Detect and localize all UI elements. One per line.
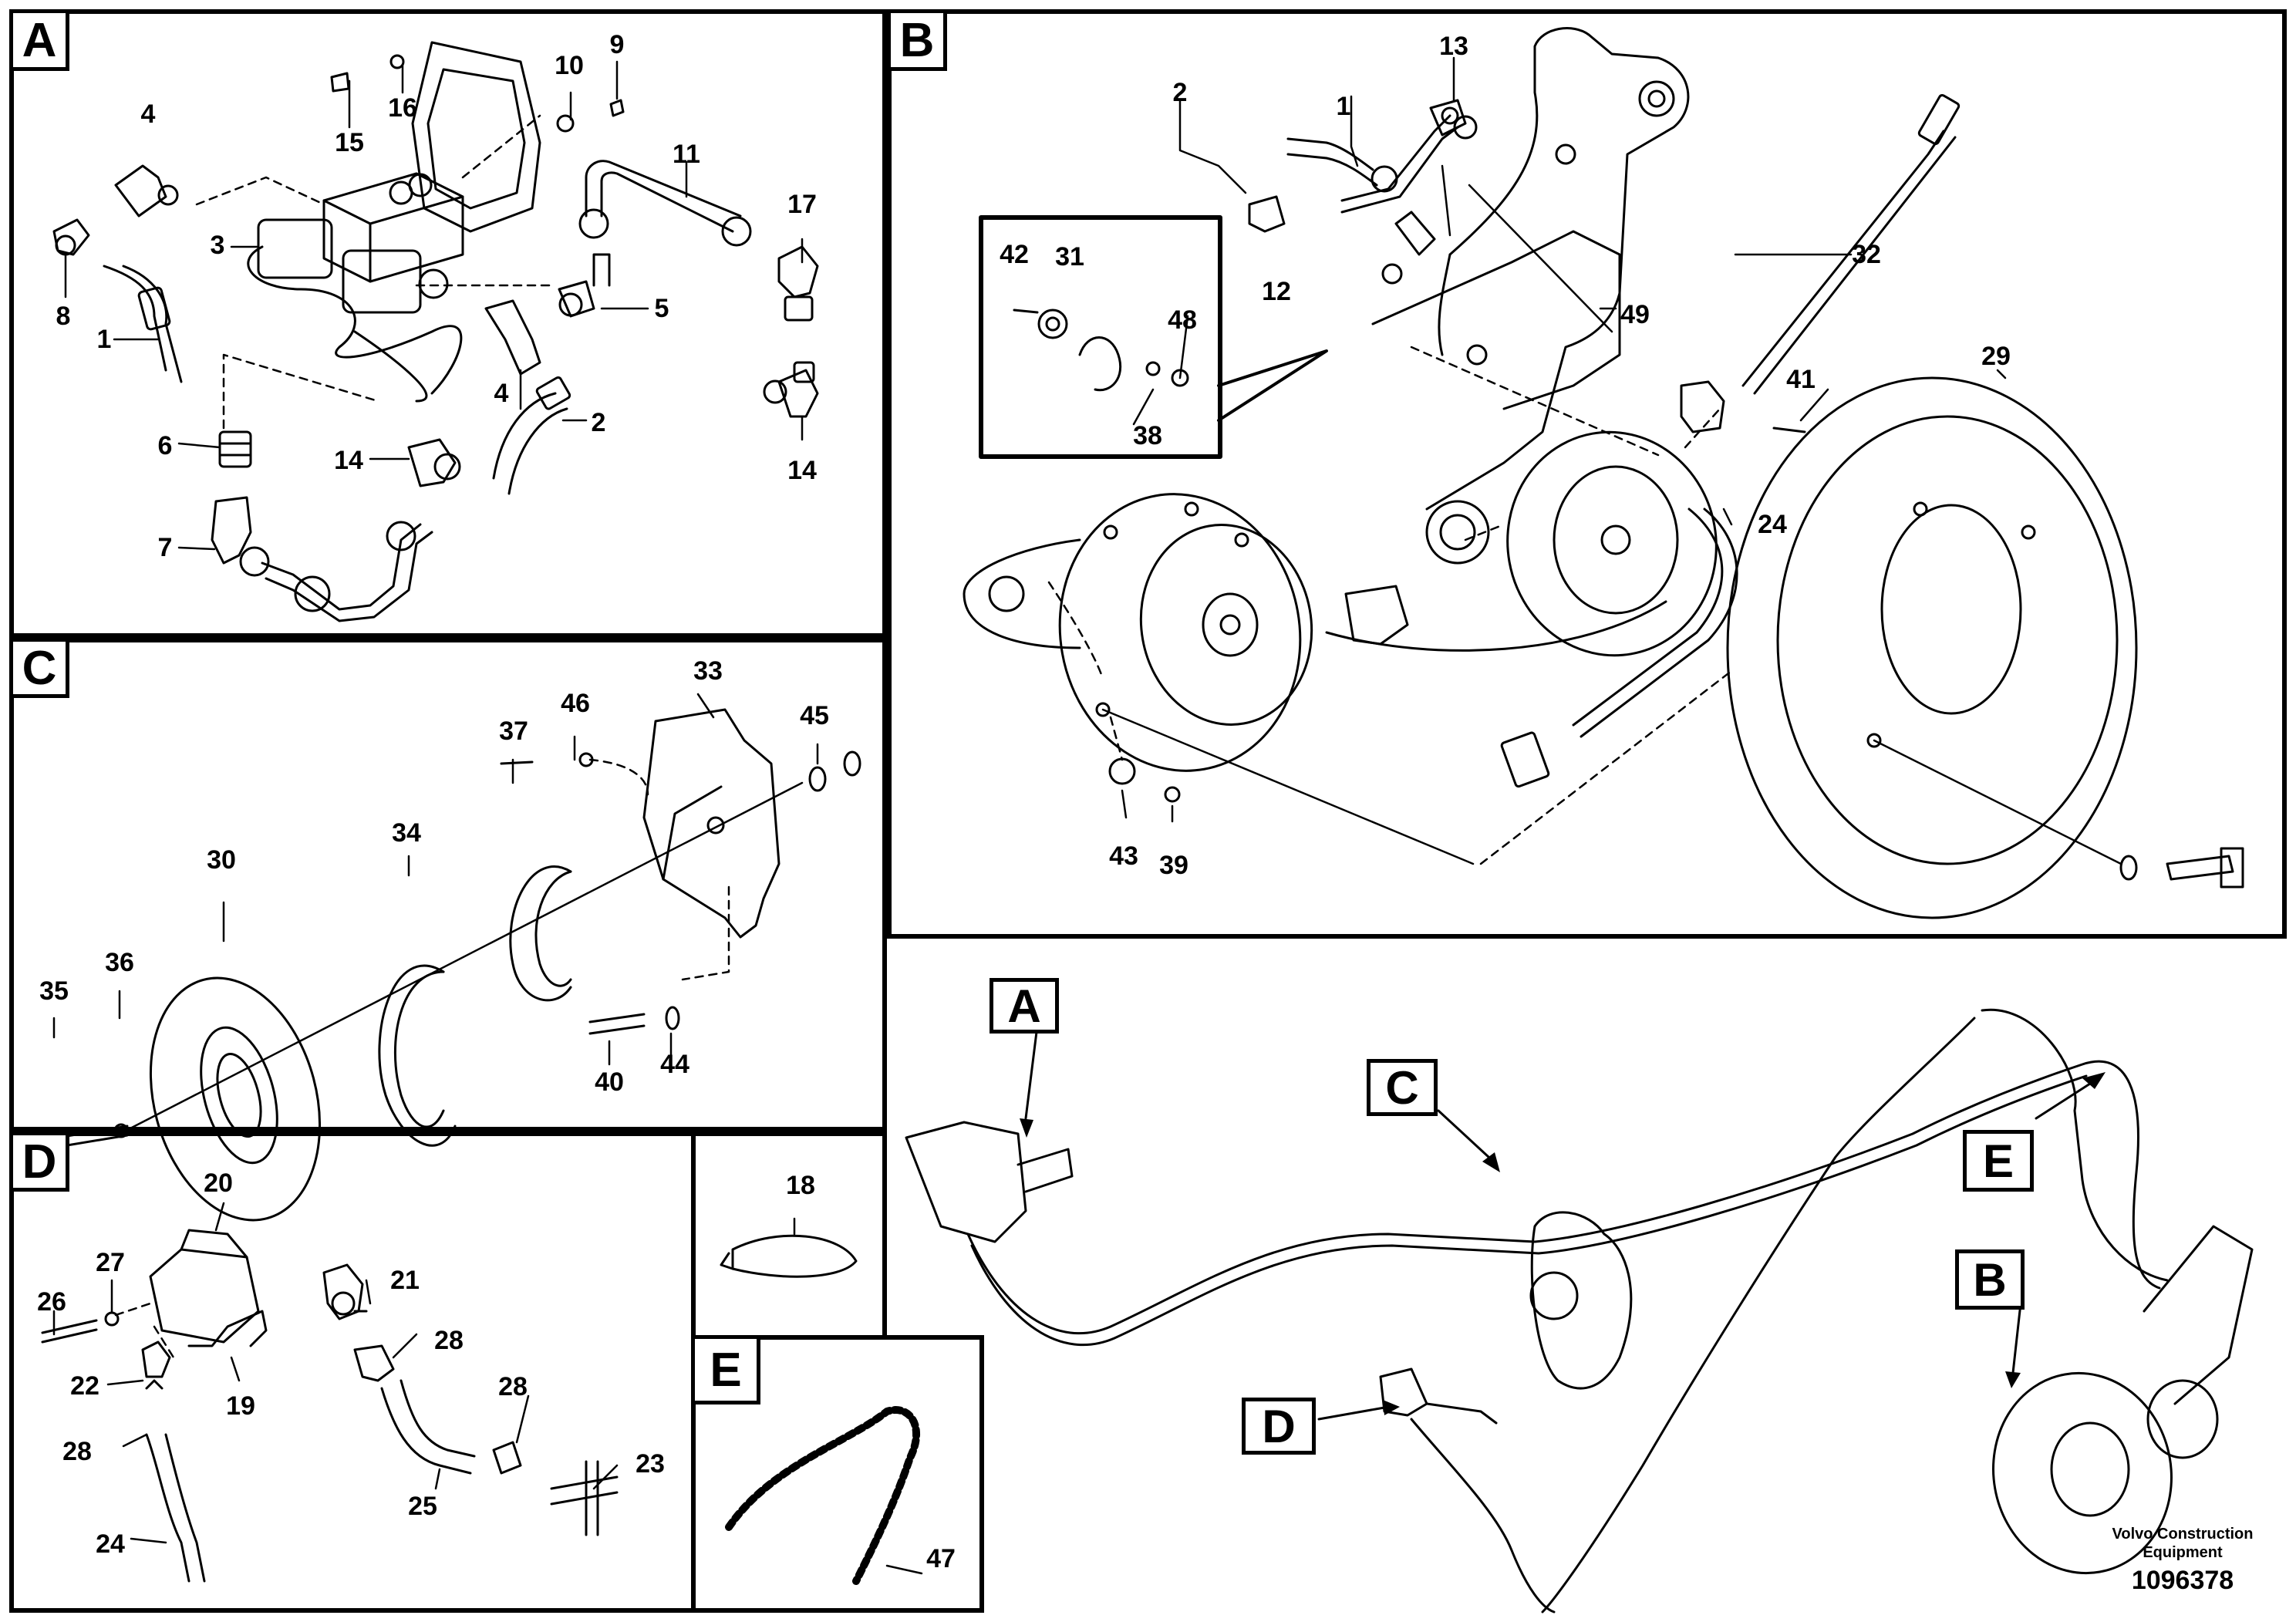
- panel-c-frame: [9, 638, 887, 1131]
- part-label: 48: [1168, 305, 1197, 335]
- part-label: 24: [1758, 510, 1787, 539]
- part-label: 34: [392, 818, 421, 848]
- part-label: 2: [1172, 78, 1188, 107]
- part-label: 6: [157, 431, 173, 460]
- credit-company: Volvo Construction: [2112, 1526, 2254, 1543]
- part-label: 11: [673, 140, 700, 169]
- part-label: 23: [636, 1449, 665, 1479]
- part-label: 13: [1439, 32, 1468, 61]
- part-label: 7: [157, 533, 173, 562]
- part-label: 4: [140, 99, 156, 129]
- panel-d-tag: D: [9, 1131, 69, 1192]
- part-label: 8: [56, 302, 71, 331]
- part-label: 30: [207, 845, 236, 875]
- overview-tag-b: B: [1955, 1249, 2025, 1310]
- overview-tag-c: C: [1367, 1059, 1438, 1116]
- part-label: 29: [1981, 342, 2011, 371]
- part-label: 37: [499, 717, 528, 746]
- part-label: 5: [654, 294, 669, 323]
- part-label: 42: [1000, 240, 1029, 269]
- part-label: 17: [787, 190, 817, 219]
- part-label: 44: [660, 1050, 689, 1079]
- part-label: 41: [1786, 365, 1816, 394]
- part-label: 15: [335, 128, 364, 157]
- part-label: 4: [494, 379, 509, 408]
- part-label: 28: [62, 1437, 92, 1466]
- part-label: 36: [105, 948, 134, 977]
- panel-d-frame: [9, 1131, 696, 1613]
- part-label: 25: [408, 1492, 437, 1521]
- part-label: 45: [800, 701, 829, 730]
- part-label: 24: [96, 1529, 125, 1559]
- part-label: 1: [96, 325, 112, 354]
- part-label: 32: [1852, 240, 1881, 269]
- part-label: 28: [498, 1372, 528, 1401]
- overview-tag-e: E: [1963, 1130, 2034, 1192]
- part-label: 3: [210, 231, 225, 260]
- part-label: 28: [434, 1326, 464, 1355]
- part-label: 19: [226, 1391, 255, 1421]
- part-label: 40: [595, 1067, 624, 1097]
- credit-company-line2: Equipment: [2143, 1544, 2223, 1561]
- part-label: 35: [39, 976, 69, 1006]
- part-label: 46: [561, 689, 590, 718]
- part-label: 21: [390, 1266, 420, 1295]
- part-label: 26: [37, 1287, 66, 1317]
- part-label: 9: [609, 30, 625, 59]
- part-label: 14: [787, 456, 817, 485]
- part-label: 31: [1055, 242, 1084, 271]
- part-label: 12: [1262, 277, 1291, 306]
- part-label: 14: [334, 446, 363, 475]
- part-label: 1: [1336, 92, 1351, 121]
- part-label: 18: [786, 1171, 815, 1200]
- part-label: 27: [96, 1248, 125, 1277]
- overview-tag-a: A: [990, 978, 1059, 1034]
- document-number: 1096378: [2131, 1566, 2234, 1595]
- part-label: 38: [1133, 421, 1162, 450]
- part-label: 2: [591, 408, 606, 437]
- part-label: 33: [693, 656, 723, 686]
- panel-c-tag: C: [9, 638, 69, 698]
- part-label: 47: [926, 1544, 956, 1573]
- panel-b-tag: B: [887, 9, 947, 71]
- panel-a-tag: A: [9, 9, 69, 71]
- part-label: 22: [70, 1371, 99, 1401]
- overview-tag-d: D: [1242, 1398, 1316, 1455]
- part-label: 39: [1159, 851, 1188, 880]
- part-label: 49: [1620, 300, 1650, 329]
- panel-e-tag: E: [691, 1335, 760, 1404]
- part-label: 20: [204, 1168, 233, 1198]
- part-label: 16: [388, 93, 417, 123]
- part-label: 10: [555, 51, 584, 80]
- part-label: 43: [1109, 841, 1138, 871]
